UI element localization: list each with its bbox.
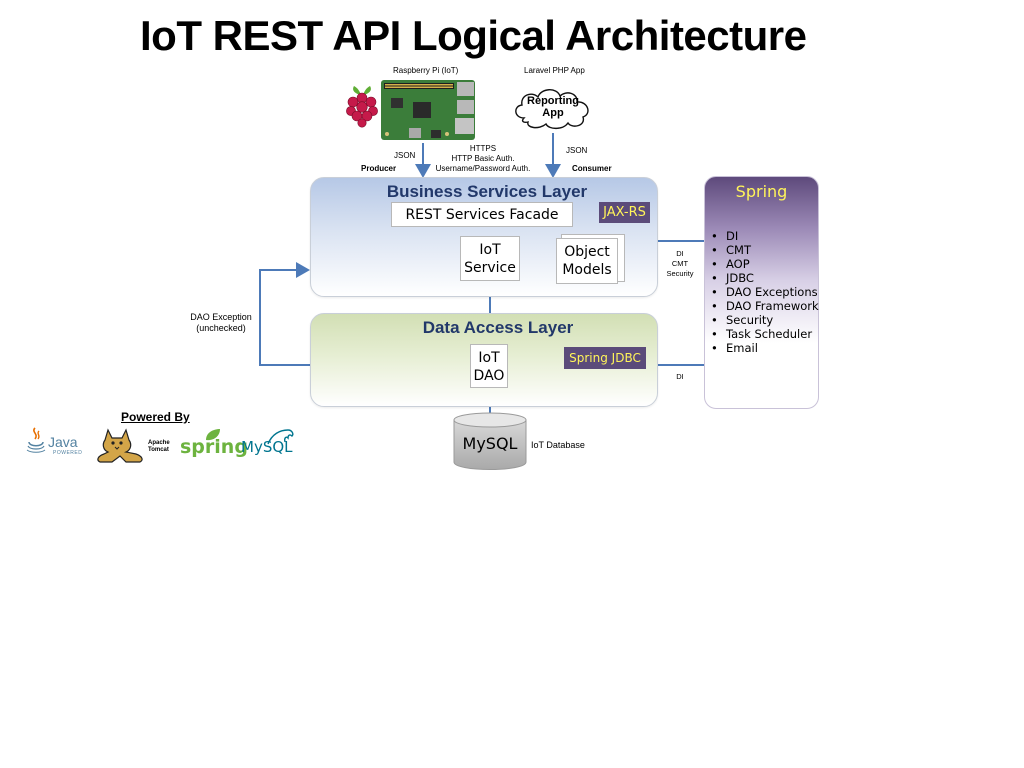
- iot-dao-box: IoT DAO: [470, 344, 508, 388]
- rest-services-facade: REST Services Facade: [391, 202, 573, 227]
- spring-bsl-connector-label: DI CMT Security: [666, 249, 694, 278]
- list-item: •CMT: [711, 243, 751, 257]
- laravel-label: Laravel PHP App: [524, 66, 585, 75]
- java-logo-subtext: POWERED: [53, 450, 83, 456]
- spring-features-list: •DI •CMT •AOP •JDBC •DAO Exceptions •DAO…: [711, 229, 819, 355]
- spring-panel: Spring •DI •CMT •AOP •JDBC •DAO Exceptio…: [704, 176, 819, 409]
- cloud-icon: [515, 89, 589, 130]
- list-item: •DI: [711, 229, 739, 243]
- database-cylinder-icon: [453, 412, 527, 470]
- list-item: •Security: [711, 313, 774, 327]
- database-caption: IoT Database: [531, 440, 585, 450]
- database-label: MySQL: [462, 434, 518, 453]
- java-logo-text: Java: [48, 434, 78, 450]
- list-item: •Email: [711, 341, 758, 355]
- list-item: •Task Scheduler: [711, 327, 813, 341]
- page-title: IoT REST API Logical Architecture: [140, 12, 807, 59]
- raspberry-pi-board-icon: [381, 80, 475, 140]
- tomcat-logo-text: Apache Tomcat: [148, 440, 170, 453]
- java-logo-icon: [26, 427, 46, 453]
- consumer-json-label: JSON: [566, 146, 588, 155]
- powered-by-heading: Powered By: [121, 410, 190, 424]
- raspberry-pi-label: Raspberry Pi (IoT): [393, 66, 459, 75]
- raspberry-pi-logo-icon: [346, 86, 378, 128]
- list-item: •DAO Exceptions: [711, 285, 818, 299]
- list-item: •DAO Framework: [711, 299, 819, 313]
- spring-jdbc-tag: Spring JDBC: [564, 347, 646, 369]
- object-models-box: Object Models: [556, 238, 618, 284]
- mysql-logo-text: MySQL: [241, 438, 293, 456]
- producer-label: Producer: [361, 164, 397, 173]
- spring-panel-title: Spring: [735, 182, 788, 201]
- dao-exception-label: DAO Exception (unchecked): [190, 312, 252, 333]
- business-layer-title: Business Services Layer: [386, 182, 588, 201]
- spring-dal-connector-label: DI: [676, 372, 684, 381]
- list-item: •AOP: [711, 257, 750, 271]
- data-layer-title: Data Access Layer: [422, 318, 574, 337]
- producer-json-label: JSON: [394, 151, 416, 160]
- spring-leaf-icon: [206, 429, 220, 441]
- list-item: •JDBC: [711, 271, 754, 285]
- reporting-app-label: Reporting App: [527, 95, 579, 119]
- iot-service-box: IoT Service: [460, 236, 520, 281]
- tomcat-logo-icon: [97, 428, 143, 463]
- mysql-dolphin-icon: [267, 429, 294, 445]
- consumer-label: Consumer: [572, 164, 612, 173]
- jax-rs-tag: JAX-RS: [599, 202, 650, 223]
- spring-logo-text: spring: [180, 436, 248, 458]
- protocol-label: HTTPS HTTP Basic Auth. Username/Password…: [435, 144, 531, 173]
